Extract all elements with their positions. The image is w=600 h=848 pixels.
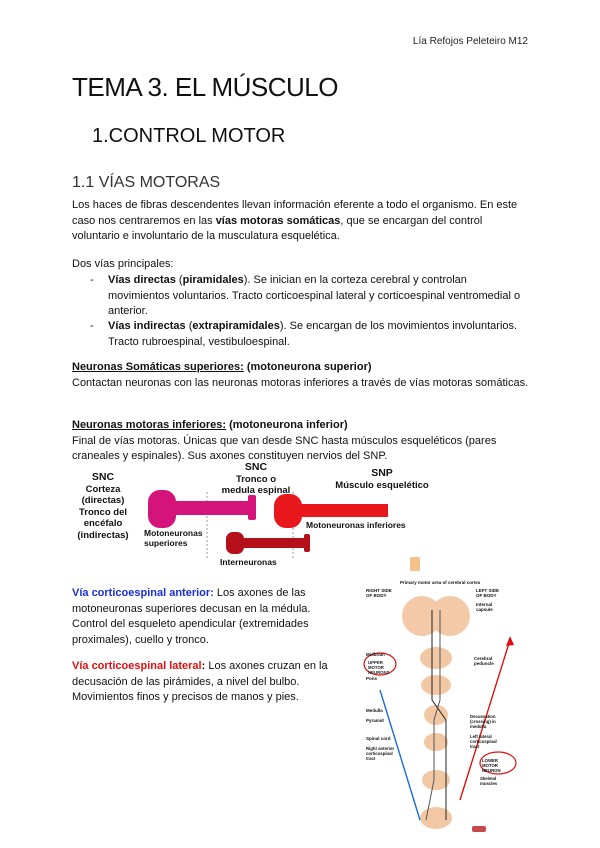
snc-label: SNC Corteza (directas) Tronco del encéfa… <box>72 471 134 541</box>
figure-pyramid: Pyramid <box>366 718 384 723</box>
snc-line: (indirectas) <box>77 529 129 541</box>
upper-heading-extra: (motoneurona superior) <box>243 361 372 373</box>
lateral-label: Vía corticoespinal lateral <box>72 660 202 672</box>
lower-heading-extra: (motoneurona inferior) <box>226 419 348 431</box>
lateral-colon: : <box>201 660 206 672</box>
brain-right <box>430 596 470 636</box>
lower-motor-circle <box>479 751 517 775</box>
upper-neuron-terminal <box>248 495 256 520</box>
figure-pons: Pons <box>366 676 378 681</box>
figure-decussation: Decussation (crossing) in medulla <box>470 714 496 729</box>
bullet-text: ( <box>185 320 193 332</box>
snc-line: encéfalo <box>83 518 123 529</box>
figure-lower-motor: LOWER MOTOR NEURON <box>482 758 501 773</box>
upper-motor-circle <box>363 652 397 676</box>
section-heading: 1.CONTROL MOTOR <box>92 125 286 147</box>
label-upper-motoneurons: Motoneuronas superiores <box>144 528 203 548</box>
snp-label: SNP Músculo esquelético <box>312 467 452 491</box>
corticospinal-figure: Primary motor area of cerebral cortex RI… <box>360 580 520 840</box>
figure-right-side: LEFT SIDE OF BODY <box>476 588 500 598</box>
anterior-arrow <box>379 689 421 821</box>
bullet-dash: - <box>90 320 94 332</box>
upper-heading: Neuronas Somáticas superiores: <box>72 361 244 373</box>
label-line: Motoneuronas <box>144 528 203 538</box>
list-item: - Vías indirectas (extrapiramidales). Se… <box>90 319 530 350</box>
intro-text: Los haces de fibras descendentes llevan … <box>72 199 518 227</box>
upper-neuron-soma <box>148 490 176 528</box>
label-lower-motoneurons: Motoneuronas inferiores <box>306 520 406 530</box>
upper-neuron-block: Neuronas Somáticas superiores: (motoneur… <box>72 360 532 391</box>
figure-skeletal: Skeletal muscles <box>480 776 498 786</box>
pons <box>421 675 451 695</box>
label-interneurons: Interneuronas <box>220 557 277 567</box>
figure-medulla: Medulla <box>366 708 383 713</box>
midbrain <box>420 647 452 669</box>
subsection-heading: 1.1 VÍAS MOTORAS <box>72 174 221 191</box>
intro-text-end: , que se encargan del control voluntario… <box>72 214 483 243</box>
snc-title: SNC <box>91 471 115 483</box>
lateral-pathway-text: Vía corticoespinal lateral: Los axones c… <box>72 659 342 706</box>
author-name: Lía Refojos Peleteiro M12 <box>412 36 528 47</box>
motor-pathway-diagram: SNC Corteza (directas) Tronco del encéfa… <box>60 461 540 573</box>
snp-line: Músculo esquelético <box>335 479 429 491</box>
snc2-title: SNC <box>244 461 268 473</box>
bullet-bold: piramidales <box>182 274 244 286</box>
snc2-line: medula espinal <box>221 485 291 496</box>
bullet-bold: extrapiramidales <box>192 320 280 332</box>
upper-neuron-axon <box>172 501 250 515</box>
lower-neuron-axon <box>296 504 388 517</box>
figure-left-side: RIGHT SIDE OF BODY <box>366 588 392 598</box>
figure-anterior-tract: Right anterior corticospinal tract <box>366 746 395 761</box>
upper-text: Contactan neuronas con las neuronas moto… <box>72 376 529 389</box>
lower-neuron-soma <box>274 494 302 528</box>
lateral-tract <box>431 610 447 820</box>
spinal-upper <box>424 733 448 751</box>
bullet-text: ( <box>175 274 183 286</box>
intro-paragraph: Los haces de fibras descendentes llevan … <box>72 198 532 245</box>
lateral-arrowhead <box>506 636 514 646</box>
lower-text: Final de vías motoras. Únicas que van de… <box>72 434 497 463</box>
anterior-label: Vía corticoespinal anterior: <box>72 587 214 599</box>
lower-heading: Neuronas motoras inferiores: <box>72 419 227 431</box>
figure-top-label: Primary motor area of cerebral cortex <box>400 580 481 585</box>
bullet-bold: Vías indirectas <box>108 320 186 332</box>
snc-line: Corteza <box>85 483 121 495</box>
snc-line: Tronco del <box>78 506 128 518</box>
page-title: TEMA 3. EL MÚSCULO <box>72 72 339 102</box>
intro-bold: vías motoras somáticas <box>215 214 341 227</box>
snc-line: (directas) <box>81 495 125 506</box>
list-intro: Dos vías principales: <box>72 258 174 270</box>
lower-neuron-block: Neuronas motoras inferiores: (motoneuron… <box>72 418 532 465</box>
lateral-description: Los axones cruzan en la decusación de la… <box>72 660 328 703</box>
figure-lateral-tract: Left lateral corticospinal tract <box>470 734 497 749</box>
skeletal-muscle <box>472 826 486 832</box>
figure-upper-motor: UPPER MOTOR NEURONS <box>368 660 390 675</box>
figure-midbrain: Midbrain <box>366 652 385 657</box>
figure-marker <box>410 557 420 571</box>
snc2-line: Tronco o <box>235 473 277 485</box>
list-item: - Vías directas (piramidales). Se inicia… <box>90 273 530 320</box>
anterior-description: Los axones de las motoneuronas superiore… <box>72 587 311 646</box>
interneuron-soma <box>226 532 244 554</box>
anterior-pathway-text: Vía corticoespinal anterior: Los axones … <box>72 586 342 648</box>
spinal-mid <box>422 770 450 790</box>
figure-internal-capsule: Internal capsule <box>476 602 493 612</box>
interneuron-terminal <box>304 534 310 552</box>
lateral-arrow <box>459 639 511 801</box>
bullet-text: ). Se encargan de los movimientos involu… <box>108 320 518 348</box>
snp-title: SNP <box>371 467 393 479</box>
label-line: superiores <box>144 538 188 548</box>
spinal-lower <box>420 807 452 829</box>
bullet-dash: - <box>90 274 94 286</box>
corticospinal-illustration <box>363 596 517 832</box>
figure-cerebral-peduncle: Cerebral peduncle <box>474 656 494 666</box>
neuron-schematic <box>148 490 388 558</box>
interneuron-axon <box>240 538 306 548</box>
figure-spinal-cord: Spinal cord <box>366 736 391 741</box>
bullet-text: ). Se inician en la corteza cerebral y c… <box>108 274 521 317</box>
snc2-label: SNC Tronco o medula espinal <box>206 461 306 497</box>
anterior-tract <box>425 610 441 821</box>
bullet-bold: Vías directas <box>108 274 176 286</box>
